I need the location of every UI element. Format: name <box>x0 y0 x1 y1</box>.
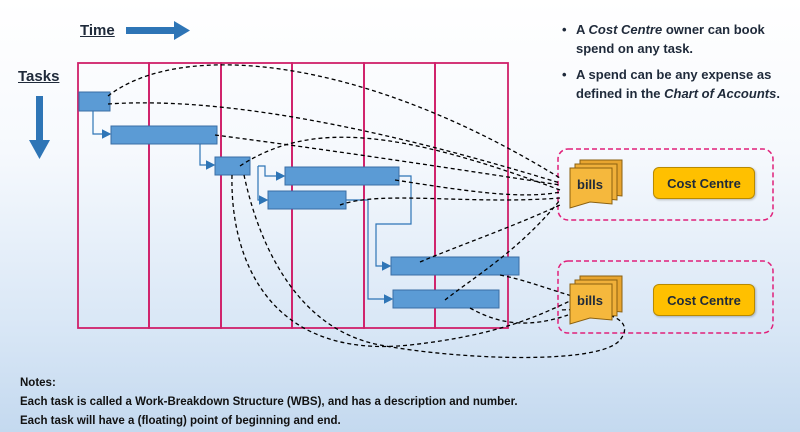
bills-document-bottom: bills <box>569 275 623 325</box>
notes-section: Notes: Each task is called a Work-Breakd… <box>20 374 518 431</box>
bullet-icon: • <box>562 67 567 82</box>
bullet-item: • A Cost Centre owner can book spend on … <box>562 22 765 56</box>
dependency-arrow <box>375 175 412 271</box>
bills-document-top: bills <box>569 159 623 209</box>
booking-link <box>243 174 626 359</box>
booking-link <box>339 197 561 206</box>
booking-link <box>499 274 573 297</box>
task-bar <box>284 166 400 186</box>
booking-link <box>419 204 561 263</box>
bullet-item: • A spend can be any expense as defined … <box>562 67 780 101</box>
time-column <box>363 62 436 329</box>
task-bar <box>267 190 347 210</box>
time-column <box>434 62 509 329</box>
bullet-list: • A Cost Centre owner can book spend on … <box>562 20 792 110</box>
bills-label: bills <box>577 293 603 308</box>
task-bar <box>110 125 218 145</box>
dependency-arrow <box>199 144 216 170</box>
booking-link <box>107 64 561 179</box>
cost-centre-box-bottom: Cost Centre <box>653 284 755 316</box>
time-arrow-icon <box>126 21 190 40</box>
cost-centre-group-bottom <box>557 260 774 334</box>
bills-label: bills <box>577 177 603 192</box>
dependency-arrow <box>92 111 112 139</box>
task-bar <box>390 256 520 276</box>
booking-link <box>394 179 561 196</box>
time-axis-label: Time <box>80 22 115 39</box>
task-bars <box>78 91 520 309</box>
dependency-arrow <box>257 166 269 205</box>
cost-centre-box-top: Cost Centre <box>653 167 755 199</box>
tasks-arrow-icon <box>29 96 50 159</box>
bullet-icon: • <box>562 22 567 37</box>
booking-link <box>469 307 569 324</box>
task-bar <box>78 91 111 112</box>
dependency-arrow <box>258 165 286 181</box>
tasks-axis-label: Tasks <box>18 68 60 85</box>
dependency-connectors <box>92 111 412 304</box>
booking-link <box>214 134 561 186</box>
notes-title: Notes: <box>20 377 56 389</box>
booking-link <box>107 102 561 184</box>
notes-line: Each task is called a Work-Breakdown Str… <box>20 396 518 408</box>
notes-line: Each task will have a (floating) point o… <box>20 415 341 427</box>
booking-link <box>444 199 561 301</box>
booking-link <box>231 174 573 348</box>
booking-links <box>107 64 626 359</box>
dependency-arrow <box>346 199 394 304</box>
booking-link <box>239 136 561 191</box>
task-bar <box>214 156 251 176</box>
